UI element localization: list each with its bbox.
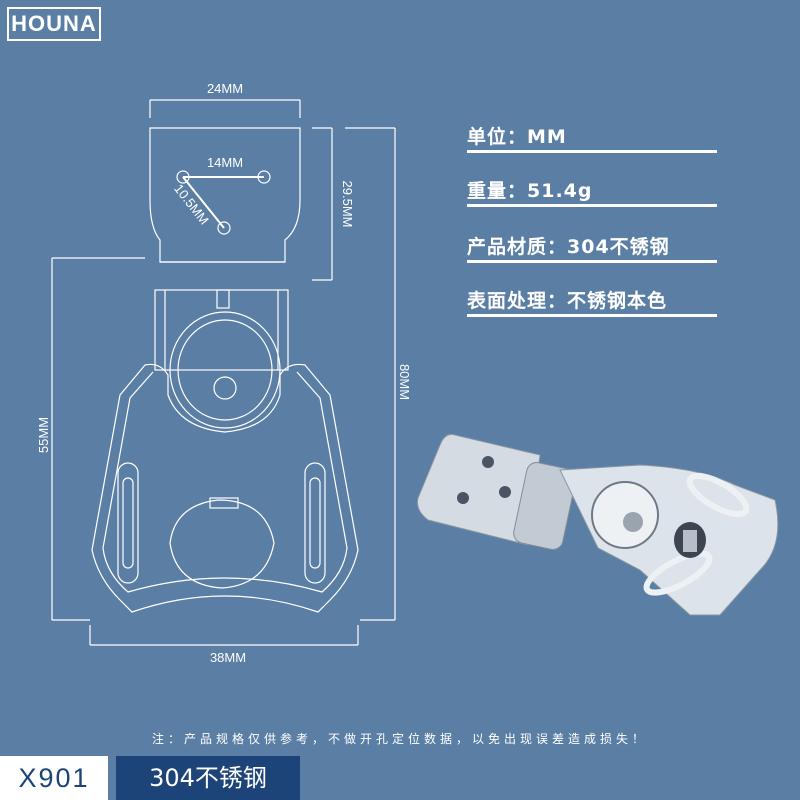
spec-finish: 表面处理：不锈钢本色 bbox=[467, 288, 717, 317]
dim-top-width: 24MM bbox=[207, 81, 243, 96]
spec-unit: 单位：MM bbox=[467, 124, 717, 153]
product-image bbox=[417, 434, 779, 616]
footer-bar: X901 304不锈钢 bbox=[0, 756, 800, 800]
model-number: X901 bbox=[0, 756, 108, 800]
latch-outline bbox=[51, 99, 396, 646]
dim-hole-spacing: 14MM bbox=[207, 155, 243, 170]
dim-top-height: 29.5MM bbox=[340, 181, 355, 228]
spec-weight: 重量：51.4g bbox=[467, 178, 717, 207]
disclaimer-notice: 注：产品规格仅供参考，不做开孔定位数据，以免出现误差造成损失！ bbox=[151, 732, 648, 746]
brand-logo: HOUNA bbox=[7, 7, 101, 41]
spec-material: 产品材质：304不锈钢 bbox=[467, 234, 717, 263]
dim-base-width: 38MM bbox=[210, 650, 246, 665]
dim-total-height: 80MM bbox=[397, 364, 412, 400]
material-label: 304不锈钢 bbox=[116, 756, 300, 800]
dim-base-height: 55MM bbox=[36, 417, 51, 453]
